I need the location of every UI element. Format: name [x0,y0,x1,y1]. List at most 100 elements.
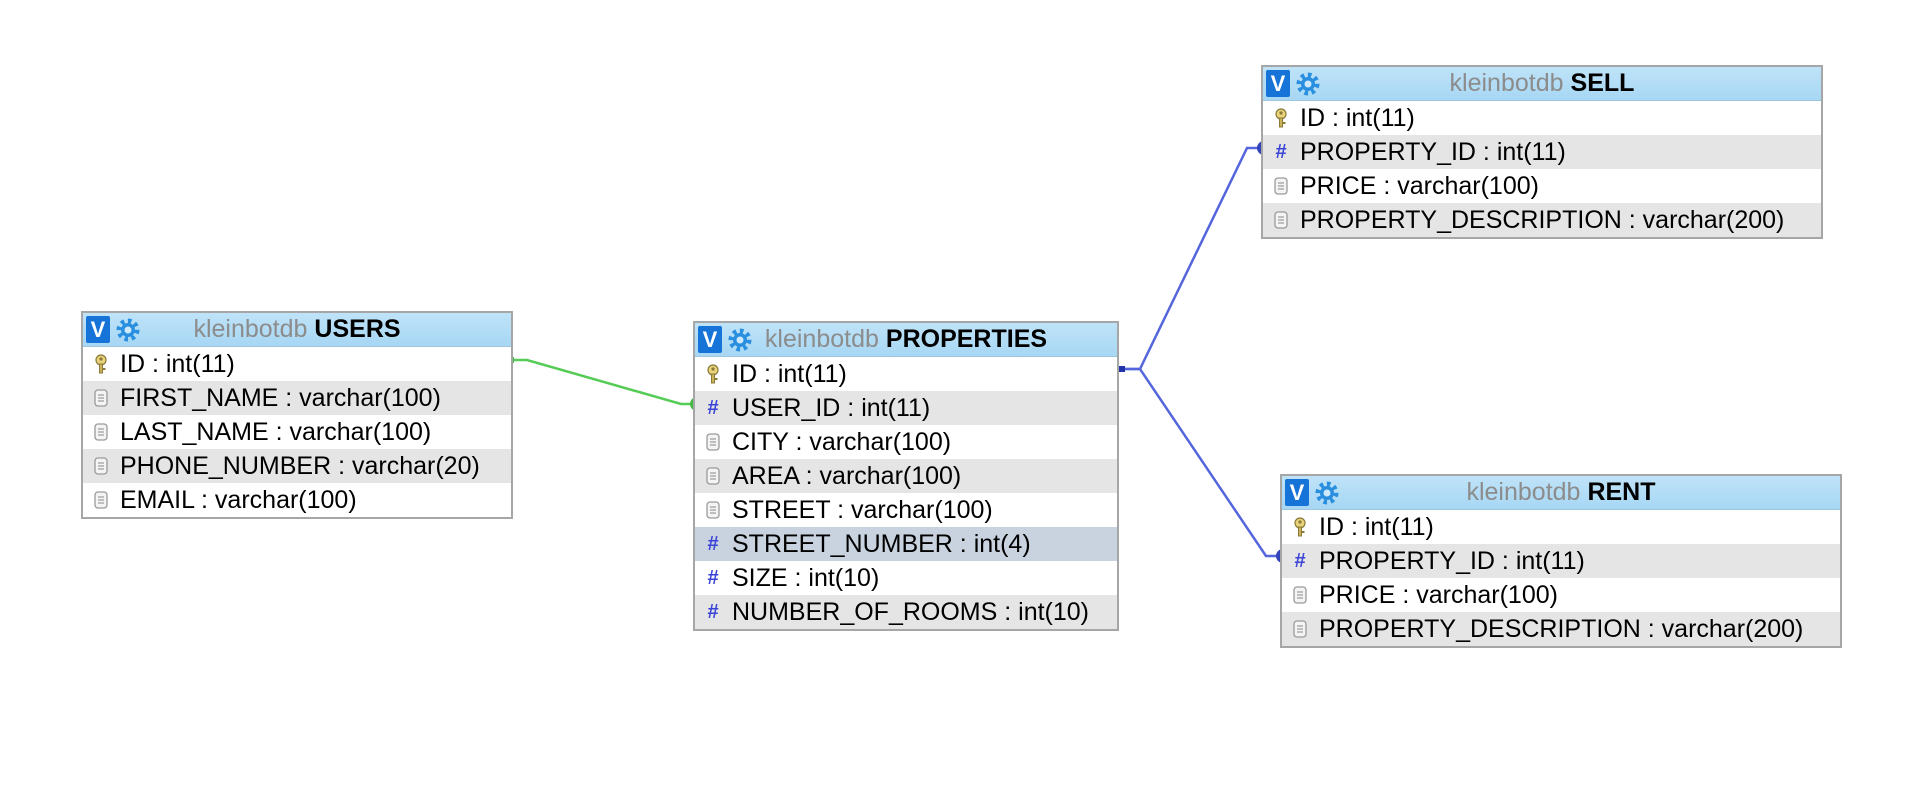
column-list: ID : int(11) # USER_ID : int(11) CITY : var… [695,357,1117,629]
column-label: CITY : varchar(100) [732,427,952,456]
database-name: kleinbotdb [193,315,308,343]
column-row[interactable]: # PROPERTY_ID : int(11) [1263,135,1821,169]
column-label: ID : int(11) [732,359,847,388]
column-row[interactable]: AREA : varchar(100) [695,459,1117,493]
relation-properties-sell[interactable] [1122,146,1264,371]
column-label: ID : int(11) [120,349,235,378]
field-icon [91,421,111,443]
database-name: kleinbotdb [764,325,879,353]
column-row[interactable]: PROPERTY_DESCRIPTION : varchar(200) [1263,203,1821,237]
column-label: STREET : varchar(100) [732,495,993,524]
column-label: USER_ID : int(11) [732,393,931,422]
column-row[interactable]: # NUMBER_OF_ROOMS : int(10) [695,595,1117,629]
toggle-columns-button[interactable]: V [1285,479,1309,506]
relation-properties-rent[interactable] [1122,367,1283,558]
table-name: SELL [1570,69,1635,97]
column-label: PROPERTY_ID : int(11) [1319,546,1585,575]
column-list: ID : int(11) # PROPERTY_ID : int(11) PRICE … [1282,510,1840,646]
database-name: kleinbotdb [1449,69,1564,97]
column-row[interactable]: PRICE : varchar(100) [1282,578,1840,612]
column-row[interactable]: # STREET_NUMBER : int(4) [695,527,1117,561]
column-row[interactable]: PRICE : varchar(100) [1263,169,1821,203]
column-label: ID : int(11) [1319,512,1434,541]
column-label: FIRST_NAME : varchar(100) [120,383,441,412]
column-label: PRICE : varchar(100) [1300,171,1539,200]
column-label: ID : int(11) [1300,103,1415,132]
field-icon [703,465,723,487]
gear-icon[interactable] [115,317,141,343]
column-label: SIZE : int(10) [732,563,880,592]
field-icon [1271,209,1291,231]
field-icon [1271,175,1291,197]
toggle-columns-button[interactable]: V [86,316,110,343]
relation-start-marker [1119,366,1125,372]
column-row[interactable]: EMAIL : varchar(100) [83,483,511,517]
column-row[interactable]: # SIZE : int(10) [695,561,1117,595]
column-row[interactable]: ID : int(11) [695,357,1117,391]
column-row[interactable]: PROPERTY_DESCRIPTION : varchar(200) [1282,612,1840,646]
column-row[interactable]: ID : int(11) [83,347,511,381]
column-label: PROPERTY_DESCRIPTION : varchar(200) [1319,614,1804,643]
hash-icon: # [1294,549,1306,572]
column-row[interactable]: ID : int(11) [1282,510,1840,544]
gear-icon[interactable] [1295,71,1321,97]
column-label: PHONE_NUMBER : varchar(20) [120,451,480,480]
table-name: PROPERTIES [885,325,1048,353]
field-icon [1290,618,1310,640]
database-name: kleinbotdb [1466,478,1581,506]
column-row[interactable]: STREET : varchar(100) [695,493,1117,527]
key-icon [1271,107,1291,129]
column-list: ID : int(11) FIRST_NAME : varchar(100) LAS… [83,347,511,517]
column-row[interactable]: ID : int(11) [1263,101,1821,135]
key-icon [1290,516,1310,538]
field-icon [703,499,723,521]
column-label: AREA : varchar(100) [732,461,962,490]
column-label: PROPERTY_ID : int(11) [1300,137,1566,166]
gear-icon[interactable] [1314,480,1340,506]
column-label: NUMBER_OF_ROOMS : int(10) [732,597,1090,626]
hash-icon: # [707,600,719,623]
column-list: ID : int(11) # PROPERTY_ID : int(11) PRICE … [1263,101,1821,237]
column-row[interactable]: LAST_NAME : varchar(100) [83,415,511,449]
gear-icon[interactable] [727,327,753,353]
key-icon [703,363,723,385]
field-icon [91,387,111,409]
column-row[interactable]: # PROPERTY_ID : int(11) [1282,544,1840,578]
hash-icon: # [707,566,719,589]
key-icon [91,353,111,375]
field-icon [91,455,111,477]
field-icon [703,431,723,453]
column-label: LAST_NAME : varchar(100) [120,417,432,446]
column-row[interactable]: FIRST_NAME : varchar(100) [83,381,511,415]
column-row[interactable]: CITY : varchar(100) [695,425,1117,459]
column-label: PROPERTY_DESCRIPTION : varchar(200) [1300,205,1785,234]
hash-icon: # [707,396,719,419]
column-row[interactable]: # USER_ID : int(11) [695,391,1117,425]
hash-icon: # [707,532,719,555]
column-label: STREET_NUMBER : int(4) [732,529,1031,558]
column-row[interactable]: PHONE_NUMBER : varchar(20) [83,449,511,483]
table-name: USERS [314,315,401,343]
field-icon [1290,584,1310,606]
relation-users-properties[interactable] [511,358,697,406]
column-label: PRICE : varchar(100) [1319,580,1558,609]
toggle-columns-button[interactable]: V [1266,70,1290,97]
column-label: EMAIL : varchar(100) [120,485,357,514]
hash-icon: # [1275,140,1287,163]
field-icon [91,489,111,511]
table-name: RENT [1587,478,1656,506]
toggle-columns-button[interactable]: V [698,326,722,353]
